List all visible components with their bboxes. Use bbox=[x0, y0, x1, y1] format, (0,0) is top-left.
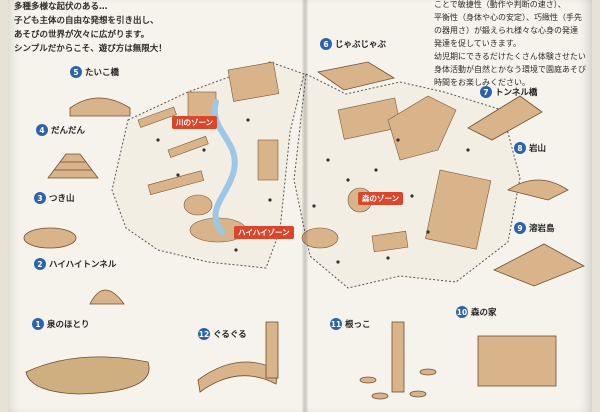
item-label: トンネル橋 bbox=[495, 88, 538, 98]
dandan-illustration bbox=[47, 153, 99, 179]
item-4: 4 だんだん bbox=[36, 124, 85, 136]
item-number-badge: 3 bbox=[34, 192, 46, 204]
item-label: たいこ橋 bbox=[85, 68, 120, 78]
jabujabu-illustration bbox=[316, 61, 396, 91]
guruguru-illustration bbox=[197, 361, 279, 393]
item-number-badge: 1 bbox=[32, 318, 44, 330]
item-label: だんだん bbox=[51, 126, 86, 136]
intro-right-line: ことで敏捷性（動作や判断の速さ）、 bbox=[434, 0, 566, 9]
intro-left-line: シンプルだからこそ、遊び方は無限大！ bbox=[14, 44, 167, 54]
river-water bbox=[211, 99, 238, 235]
item-label: じゃぶじゃぶ bbox=[335, 40, 387, 50]
item-label: 泉のほとり bbox=[47, 320, 90, 330]
nekko-stepping-stones bbox=[359, 368, 437, 400]
iwayama-illustration bbox=[507, 179, 569, 201]
item-number-badge: 6 bbox=[320, 38, 332, 50]
item-number-badge: 4 bbox=[36, 124, 48, 136]
intro-right-line: 幼児期にできるだけたくさん体験させたい bbox=[434, 52, 586, 61]
intro-left-line: 多種多様な起伏のある… bbox=[14, 2, 108, 12]
book-gutter bbox=[302, 0, 308, 412]
map-people bbox=[156, 118, 470, 264]
item-number-badge: 8 bbox=[514, 142, 526, 154]
item-number-badge: 2 bbox=[34, 258, 46, 270]
item-label: 溶岩島 bbox=[529, 224, 555, 234]
item-7: 7 トンネル橋 bbox=[480, 86, 537, 98]
intro-right-line: 時間をお楽しみください。 bbox=[434, 78, 530, 87]
item-number-badge: 11 bbox=[330, 318, 342, 330]
intro-text-right: ことで敏捷性（動作や判断の速さ）、 平衡性（身体や心の安定）、巧緻性（手先 の器… bbox=[434, 0, 586, 89]
nekko-trunk bbox=[391, 321, 405, 393]
item-label: ぐるぐる bbox=[213, 330, 247, 340]
item-3: 3 つき山 bbox=[34, 192, 75, 204]
booklet-spread: 多種多様な起伏のある… 子ども主体の自由な発想を引き出し、 あそびの世界が次々に… bbox=[8, 0, 592, 412]
item-number-badge: 7 bbox=[480, 86, 492, 98]
zone-label-forest: 森のゾーン bbox=[358, 192, 404, 205]
intro-left-line: あそびの世界が次々に広がります。 bbox=[14, 30, 150, 40]
item-6: 6 じゃぶじゃぶ bbox=[320, 38, 386, 50]
item-10: 10 森の家 bbox=[456, 306, 497, 318]
zone-label-crawl: ハイハイゾーン bbox=[234, 226, 294, 239]
intro-text-left: 多種多様な起伏のある… 子ども主体の自由な発想を引き出し、 あそびの世界が次々に… bbox=[14, 0, 167, 56]
intro-right-line: 身体活動が自然とかなう環境で園庭あそび bbox=[434, 65, 586, 74]
item-1: 1 泉のほとり bbox=[32, 318, 90, 330]
zone-label-river: 川のゾーン bbox=[172, 116, 218, 129]
item-11: 11 根っこ bbox=[330, 318, 371, 330]
intro-left-line: 子ども主体の自由な発想を引き出し、 bbox=[14, 16, 159, 26]
intro-right-line: 平衡性（身体や心の安定）、巧緻性（手先 bbox=[434, 13, 582, 22]
item-number-badge: 10 bbox=[456, 306, 468, 318]
taikobashi-illustration bbox=[69, 97, 131, 117]
item-label: 岩山 bbox=[529, 144, 547, 154]
guruguru-pole bbox=[265, 321, 279, 379]
item-2: 2 ハイハイトンネル bbox=[34, 258, 116, 270]
park-illustration bbox=[23, 61, 585, 400]
intro-right-line: の器用さ）が鍛えられ様々な心身の発達 bbox=[434, 26, 578, 35]
item-label: ハイハイトンネル bbox=[49, 260, 117, 270]
map-structures bbox=[137, 61, 492, 253]
intro-right-line: 発達を促していきます。 bbox=[434, 39, 521, 48]
item-number-badge: 12 bbox=[198, 328, 210, 340]
izumi-illustration bbox=[25, 356, 150, 395]
item-label: 根っこ bbox=[345, 320, 371, 330]
item-number-badge: 9 bbox=[514, 222, 526, 234]
yoganjima-illustration bbox=[493, 243, 585, 287]
item-5: 5 たいこ橋 bbox=[70, 66, 119, 78]
item-8: 8 岩山 bbox=[514, 142, 546, 154]
tunnel-illustration bbox=[89, 289, 125, 305]
item-label: つき山 bbox=[49, 194, 75, 204]
item-number-badge: 5 bbox=[70, 66, 82, 78]
tunnelbashi-illustration bbox=[467, 95, 543, 141]
item-12: 12 ぐるぐる bbox=[198, 328, 247, 340]
mori-no-ie-illustration bbox=[477, 335, 557, 387]
tsukiyama-illustration bbox=[23, 227, 77, 249]
item-9: 9 溶岩島 bbox=[514, 222, 555, 234]
item-label: 森の家 bbox=[471, 308, 497, 318]
